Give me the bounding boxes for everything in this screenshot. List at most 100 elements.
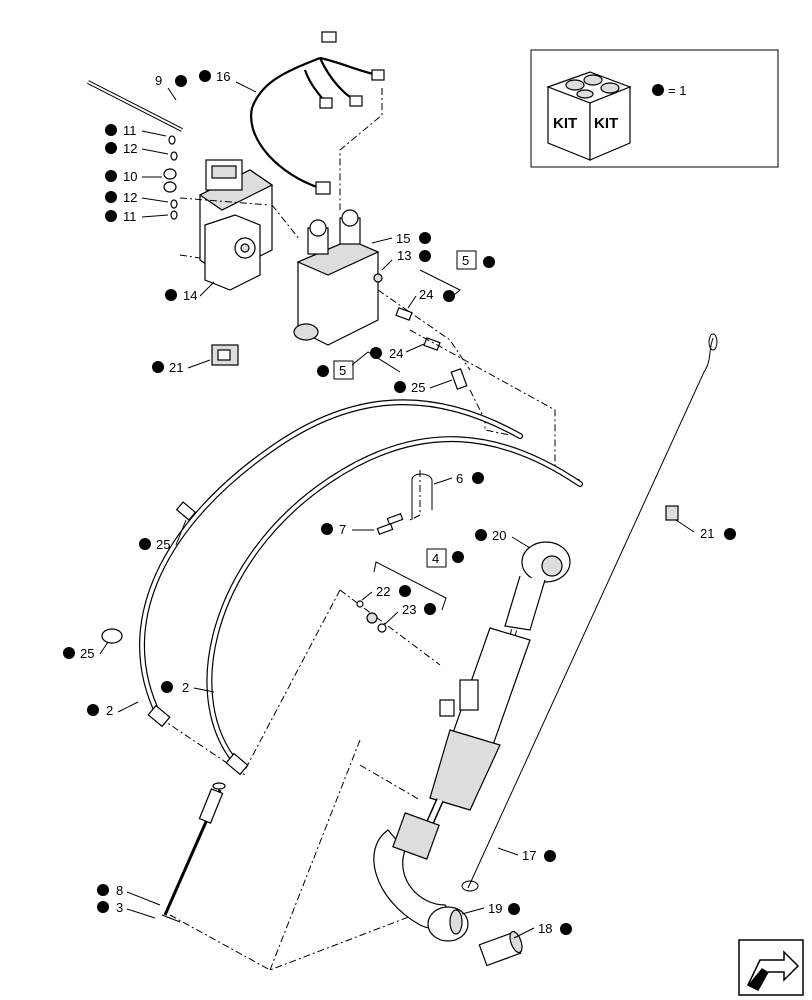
callout-bullet (105, 124, 117, 136)
boxed-ref-5-a: 5 (456, 250, 495, 270)
bracket-box-5-b (351, 351, 401, 373)
callout-label-19: 19 (488, 901, 502, 916)
callout-bullet (424, 603, 436, 615)
assembly-dash-lines (159, 88, 581, 971)
bushing-18 (478, 930, 523, 967)
clip-21-right (665, 505, 679, 521)
fitting-24-b (423, 337, 441, 351)
callout-bullet (724, 528, 736, 540)
callout-bullet (452, 551, 464, 563)
callout-bullet (175, 75, 187, 87)
callout-bullet (63, 647, 75, 659)
callout-6: 6 (433, 471, 484, 486)
callout-label-17: 17 (522, 848, 536, 863)
fitting-24-a (395, 307, 413, 321)
callout-bullet (105, 170, 117, 182)
kit-legend: KIT KIT = 1 (530, 49, 779, 168)
callout-label-12b: 12 (123, 190, 137, 205)
callout-label-7: 7 (339, 522, 346, 537)
callout-24-a: 24 (407, 287, 455, 309)
boxed-ref-4: 4 (426, 548, 464, 568)
callout-7: 7 (321, 522, 374, 537)
fitting-25-mid (175, 501, 197, 521)
callout-label-9: 9 (155, 73, 162, 88)
callout-bullet (399, 585, 411, 597)
callout-label-20: 20 (492, 528, 506, 543)
callout-bullet (87, 704, 99, 716)
callout-12-a: 12 (105, 141, 169, 156)
callout-bullet (394, 381, 406, 393)
callout-label-10: 10 (123, 169, 137, 184)
callout-11-a: 11 (105, 123, 167, 138)
callout-bullet (97, 901, 109, 913)
callout-bullet (165, 289, 177, 301)
callout-label-21b: 21 (700, 526, 714, 541)
callout-3: 3 (97, 900, 156, 919)
callout-17: 17 (497, 847, 556, 863)
boxed-label-5a: 5 (462, 253, 469, 268)
fitting-25-top (450, 368, 468, 390)
callout-13: 13 (381, 248, 431, 271)
kit-legend-frame (530, 49, 779, 168)
callout-label-6: 6 (456, 471, 463, 486)
callout-bullet (472, 472, 484, 484)
fitting-25-low (101, 628, 123, 644)
callout-22: 22 (361, 584, 411, 601)
callout-25-b: 25 (139, 519, 187, 552)
kit-bullet (652, 84, 664, 96)
callout-23: 23 (384, 602, 436, 625)
callout-2-a: 2 (161, 680, 215, 695)
callout-bullet (199, 70, 211, 82)
callout-bullet (419, 232, 431, 244)
callout-bullet (139, 538, 151, 550)
part-22-b (366, 612, 378, 624)
callout-bullet (317, 365, 329, 377)
boxed-ref-5-b: 5 (317, 360, 354, 380)
callout-label-13: 13 (397, 248, 411, 263)
callout-24-b: 24 (370, 343, 425, 361)
part-23 (377, 623, 387, 633)
valve-block-14 (198, 159, 274, 291)
callout-label-25b: 25 (156, 537, 170, 552)
callout-label-2a: 2 (182, 680, 189, 695)
pin-3 (161, 914, 181, 923)
plug-13 (373, 273, 383, 283)
callout-bullet (508, 903, 520, 915)
callout-bullet (97, 884, 109, 896)
callout-14: 14 (165, 281, 215, 303)
callout-bullet (483, 256, 495, 268)
callout-bullet (560, 923, 572, 935)
callout-label-25c: 25 (80, 646, 94, 661)
rod-part-9 (87, 80, 183, 132)
callout-15: 15 (371, 231, 431, 246)
callout-2-b: 2 (87, 701, 139, 718)
pin-8 (163, 782, 226, 916)
callout-label-2b: 2 (106, 703, 113, 718)
kit-label-right: KIT (594, 115, 618, 132)
callout-25-c: 25 (63, 641, 109, 661)
next-page-arrow-icon[interactable] (738, 939, 804, 996)
callout-18: 18 (513, 921, 572, 939)
callout-bullet (105, 142, 117, 154)
kit-equals-text: = 1 (668, 83, 686, 98)
callout-label-15: 15 (396, 231, 410, 246)
callout-label-11a: 11 (123, 123, 137, 138)
callout-label-8: 8 (116, 883, 123, 898)
kit-box-icon: KIT KIT (546, 71, 632, 161)
callout-16: 16 (199, 69, 257, 93)
callout-label-25a: 25 (411, 380, 425, 395)
callout-bullet (161, 681, 173, 693)
valve-block-15 (293, 209, 380, 346)
callout-20: 20 (475, 528, 531, 549)
callout-bullet (419, 250, 431, 262)
callout-label-18: 18 (538, 921, 552, 936)
callout-label-24a: 24 (419, 287, 433, 302)
ball-19 (427, 906, 469, 942)
kit-label-left: KIT (553, 115, 577, 132)
callout-label-11b: 11 (123, 209, 137, 224)
callout-bullet (321, 523, 333, 535)
callout-label-23: 23 (402, 602, 416, 617)
callout-bullet (370, 347, 382, 359)
callout-label-22: 22 (376, 584, 390, 599)
